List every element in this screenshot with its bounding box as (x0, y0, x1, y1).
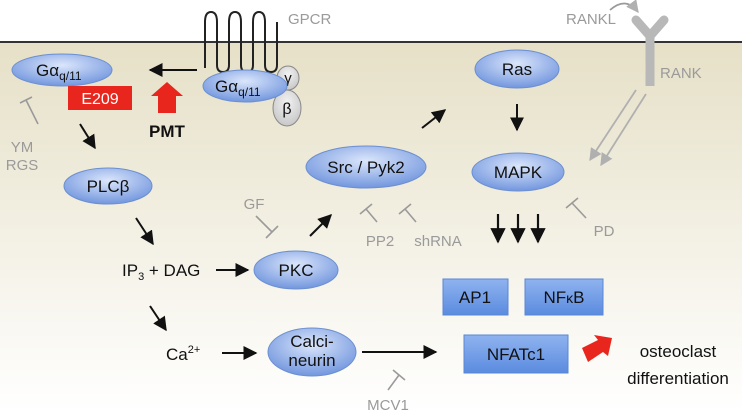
calcineurin-node (267, 327, 357, 377)
rankl-label: RANKL (566, 11, 616, 28)
mcv1-inhibitor (387, 369, 406, 391)
arrow-to-plcb (79, 123, 96, 150)
galpha-left-sub: q/11 (59, 69, 82, 83)
gf-label: GF (244, 196, 265, 213)
calcineurin-label-1: Calci- (290, 332, 333, 351)
nfatc1-box (463, 334, 569, 374)
ip3-main: IP (122, 261, 138, 280)
nfatc1-label: NFATc1 (487, 345, 545, 364)
ras-label: Ras (502, 60, 532, 79)
ca-sup: 2+ (188, 344, 201, 356)
nfkb-post: B (573, 288, 584, 307)
ip3-dag-label: IP3 + DAG (122, 261, 200, 283)
beta-label: β (282, 101, 291, 118)
gpcr-label: GPCR (288, 11, 332, 28)
arrow-to-src (309, 214, 332, 237)
rank-to-mapk-arrows (589, 89, 647, 167)
downstream-arrows (490, 214, 546, 244)
nfkb-label: NFκB (543, 288, 584, 307)
osteoclast-label-1: osteoclast (640, 342, 717, 361)
pkc-node (253, 250, 339, 290)
rgs-label: RGS (6, 157, 39, 174)
plcb-label: PLCβ (87, 177, 130, 196)
ym-rgs-inhibitor (19, 96, 39, 125)
ym-label: YM (11, 139, 34, 156)
ras-node (474, 49, 560, 89)
src-pyk2-node (305, 145, 427, 189)
ap1-box (442, 278, 509, 316)
nfkb-box (524, 278, 604, 316)
gpcr-serpentine-icon (204, 10, 278, 74)
pd-inhibitor (565, 197, 587, 219)
arrow-to-ip3 (135, 217, 154, 246)
rank-label: RANK (660, 65, 702, 82)
e209-label: E209 (81, 91, 118, 108)
pp2-label: PP2 (366, 233, 394, 250)
calcineurin-label-2: neurin (288, 351, 335, 370)
mcv1-label: MCV1 (367, 397, 409, 413)
src-pyk2-label: Src / Pyk2 (327, 158, 404, 177)
svg-text:Gαq/11: Gαq/11 (215, 77, 261, 99)
pd-label: PD (594, 223, 615, 240)
nfkb-kappa: κ (566, 290, 574, 306)
gf-inhibitor (255, 215, 279, 239)
y-shaped-receptor-icon (609, 0, 669, 86)
galpha-q11-right-node (202, 69, 288, 103)
svg-text:Gαq/11: Gαq/11 (36, 61, 82, 83)
arrow-to-ras (421, 109, 447, 129)
pmt-label: PMT (149, 122, 186, 141)
ip3-sub: 3 (138, 271, 144, 283)
arrow-to-ca (149, 305, 167, 332)
galpha-right-sub: q/11 (238, 85, 261, 99)
plcb-node (63, 167, 153, 205)
red-block-arrow-right-icon (582, 335, 612, 362)
gamma-label: γ (284, 70, 292, 87)
shrna-label: shRNA (414, 233, 462, 250)
mapk-label: MAPK (494, 163, 543, 182)
ap1-label: AP1 (459, 288, 491, 307)
ip3-rest: + DAG (144, 261, 200, 280)
e209-tag (68, 86, 132, 110)
galpha-left-main: Gα (36, 61, 59, 80)
galpha-right-main: Gα (215, 77, 238, 96)
mapk-node (471, 152, 565, 192)
pp2-inhibitor (359, 203, 378, 223)
pkc-label: PKC (279, 261, 314, 280)
osteoclast-label-2: differentiation (627, 369, 729, 388)
galpha-q11-left-node: Gαq/11 (11, 53, 113, 87)
shrna-inhibitor (398, 203, 417, 223)
g-protein-complex: β γ Gαq/11 (202, 65, 302, 127)
red-block-arrow-up-icon (151, 82, 183, 113)
nfkb-pre: NF (543, 288, 566, 307)
ca-main: Ca (166, 345, 188, 364)
ca-label: Ca2+ (166, 344, 200, 364)
